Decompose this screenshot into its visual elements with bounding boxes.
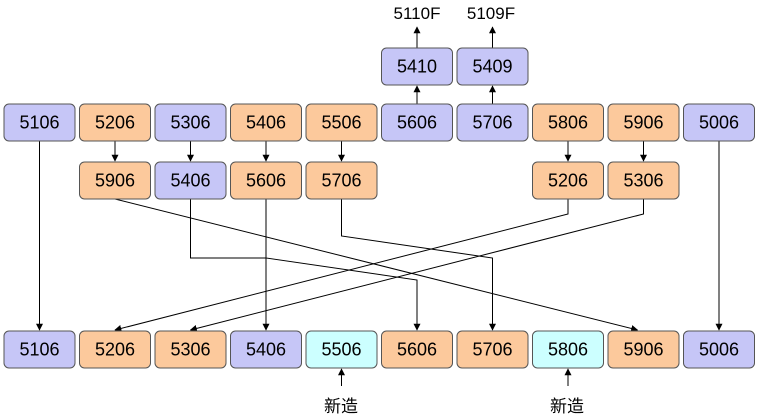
row3-car-5106-label: 5106: [19, 340, 59, 360]
row2-car-5206-rect: [532, 161, 604, 200]
row2-car-5206-label: 5206: [548, 171, 588, 191]
row3-car-5606-label: 5606: [397, 340, 437, 360]
row2-car-5206: 5206: [532, 161, 604, 200]
row3-car-5806-label: 5806: [548, 340, 588, 360]
row2-car-5706-rect: [305, 161, 378, 200]
row2-car-5606-label: 5606: [246, 171, 286, 191]
row3-car-5206-label: 5206: [95, 340, 135, 360]
arrow-5706-to-col6: [341, 199, 496, 331]
row1-car-5006-label: 5006: [699, 113, 739, 133]
top-car-5410: 5410: [381, 47, 453, 86]
row1-car-5406-rect: [230, 103, 302, 142]
top-car-5410-label: 5410: [397, 57, 437, 77]
row1-car-5306-rect: [154, 103, 227, 142]
row2-car-5606: 5606: [230, 161, 302, 200]
row3-car-5606-rect: [381, 330, 453, 369]
row3-car-5006-rect: [683, 330, 755, 369]
row3-car-5006: 5006: [683, 330, 755, 369]
row1-car-5306: 5306: [154, 103, 227, 142]
top-label-5109f: 5109F: [467, 4, 515, 23]
row2-car-5706-label: 5706: [321, 171, 361, 191]
row1-car-5606-rect: [381, 103, 453, 142]
new-label-5806: 新造: [550, 397, 584, 416]
row2-car-5306: 5306: [607, 161, 680, 200]
row3-car-5106: 5106: [3, 330, 76, 369]
row3-car-5006-label: 5006: [699, 340, 739, 360]
row1-car-5406-label: 5406: [246, 113, 286, 133]
arrow-5906-to-col8: [114, 198, 639, 332]
row2-car-5906: 5906: [79, 161, 151, 200]
row1-car-5606-label: 5606: [397, 113, 437, 133]
row1-car-5806: 5806: [532, 103, 604, 142]
arrow-5306-to-col2: [189, 199, 644, 332]
row1-car-5606: 5606: [381, 103, 453, 142]
row3-car-5906-rect: [607, 330, 680, 369]
row3-car-5506-label: 5506: [321, 340, 361, 360]
row3-car-5406: 5406: [230, 330, 302, 369]
row3-car-5806-rect: [532, 330, 604, 369]
top-car-5410-rect: [381, 47, 453, 86]
row1-car-5906-rect: [607, 103, 680, 142]
row3-car-5306: 5306: [154, 330, 227, 369]
row1-car-5906: 5906: [607, 103, 680, 142]
row1-car-5206: 5206: [79, 103, 151, 142]
row3-car-5706-label: 5706: [472, 340, 512, 360]
row1-car-5106-rect: [3, 103, 76, 142]
row3-car-5906-label: 5906: [623, 340, 663, 360]
row2-car-5706: 5706: [305, 161, 378, 200]
row1-car-5106: 5106: [3, 103, 76, 142]
row1-car-5006: 5006: [683, 103, 755, 142]
row3-car-5606: 5606: [381, 330, 453, 369]
top-car-5409-label: 5409: [472, 57, 512, 77]
row3-car-5206: 5206: [79, 330, 151, 369]
row3-car-5906: 5906: [607, 330, 680, 369]
row3-car-5506-rect: [305, 330, 378, 369]
row2-car-5606-rect: [230, 161, 302, 200]
row3-car-5706: 5706: [456, 330, 529, 369]
row2-car-5406: 5406: [154, 161, 227, 200]
row3-car-5306-label: 5306: [170, 340, 210, 360]
row1-car-5006-rect: [683, 103, 755, 142]
row1-car-5506-rect: [305, 103, 378, 142]
row3-car-5506: 5506: [305, 330, 378, 369]
row3-car-5406-rect: [230, 330, 302, 369]
row1-car-5806-label: 5806: [548, 113, 588, 133]
row1-car-5506-label: 5506: [321, 113, 361, 133]
row1-car-5706: 5706: [456, 103, 529, 142]
row3-car-5206-rect: [79, 330, 151, 369]
connector-lines: [36, 26, 723, 386]
row1-car-5806-rect: [532, 103, 604, 142]
arrow-5406-to-col3: [190, 199, 270, 331]
arrow-5206-to-col1: [114, 199, 569, 332]
row3-car-5806: 5806: [532, 330, 604, 369]
row1-car-5306-label: 5306: [170, 113, 210, 133]
row1-car-5506: 5506: [305, 103, 378, 142]
row1-car-5906-label: 5906: [623, 113, 663, 133]
row2-car-5406-rect: [154, 161, 227, 200]
row1-car-5206-rect: [79, 103, 151, 142]
row3-car-5106-rect: [3, 330, 76, 369]
row3-car-5706-rect: [456, 330, 529, 369]
row1-car-5206-label: 5206: [95, 113, 135, 133]
row1-car-5706-rect: [456, 103, 529, 142]
row2-car-5306-rect: [607, 161, 680, 200]
row2-car-5406-label: 5406: [170, 171, 210, 191]
top-car-5409-rect: [456, 47, 529, 86]
row2-car-5306-label: 5306: [623, 171, 663, 191]
row1-car-5406: 5406: [230, 103, 302, 142]
row1-car-5106-label: 5106: [19, 113, 59, 133]
row3-car-5306-rect: [154, 330, 227, 369]
top-label-5110f: 5110F: [394, 4, 441, 23]
new-label-5506: 新造: [324, 397, 358, 416]
row1-car-5706-label: 5706: [472, 113, 512, 133]
row3-car-5406-label: 5406: [246, 340, 286, 360]
car-boxes: 5410 5409 5106 5206 5306 5406 5506 5606 5706 5806…: [3, 47, 755, 369]
row2-car-5906-rect: [79, 161, 151, 200]
top-car-5409: 5409: [456, 47, 529, 86]
row2-car-5906-label: 5906: [95, 171, 135, 191]
arrow-5606-to-col5: [265, 199, 421, 331]
